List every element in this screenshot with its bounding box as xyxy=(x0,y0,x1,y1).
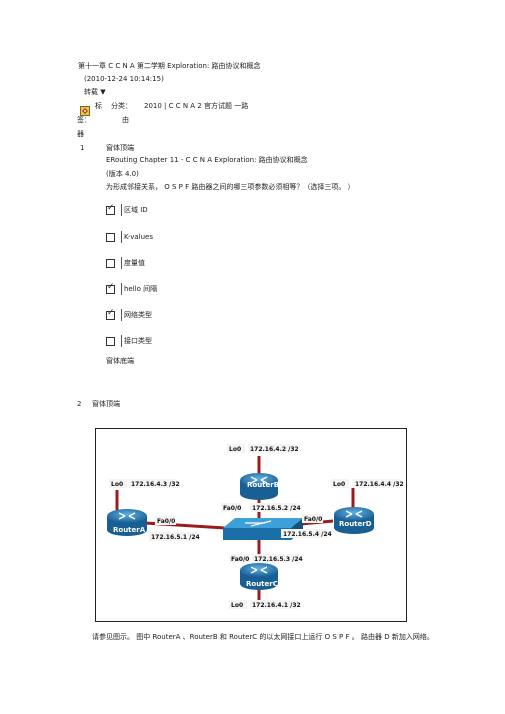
router-a-fa-label: Fa0/0 xyxy=(157,518,175,525)
option-checkbox[interactable] xyxy=(106,233,115,242)
post-date: (2010-12-24 10:14:15) xyxy=(84,75,164,83)
router-a-fa-ip: 172.16.5.1 /24 xyxy=(151,534,200,541)
form-top-label: 窗体顶端 xyxy=(92,400,120,408)
router-c-loopback-label: Lo0 xyxy=(231,602,243,609)
router-c-fa-label: Fa0/0 xyxy=(231,556,249,563)
question-2-number: 2 xyxy=(77,400,82,408)
router-d-loopback-label: Lo0 xyxy=(333,481,345,488)
source-title: ERouting Chapter 11 - C C N A Exploratio… xyxy=(106,156,308,164)
header-extra: 器 xyxy=(77,130,84,138)
option-checkbox[interactable] xyxy=(106,259,115,268)
router-c-icon xyxy=(240,563,278,590)
tags-value: 由 xyxy=(122,116,129,124)
question-1-number: 1 xyxy=(80,144,85,152)
router-b-loopback-ip: 172.16.4.2 /32 xyxy=(250,446,299,453)
router-d-fa-ip: 172.16.5.4 /24 xyxy=(283,531,332,538)
option-divider xyxy=(121,204,122,216)
option-divider xyxy=(121,283,122,295)
option-checkbox[interactable]: ✓ xyxy=(106,203,115,215)
router-a-name: RouterA xyxy=(113,526,146,534)
network-topology-diagram: Lo0 172.16.4.2 /32 RouterB Fa0/0 172.16.… xyxy=(94,427,408,623)
version-label: (版本 4.0) xyxy=(106,170,139,178)
question-1-text: 为形成邻接关系， O S P F 路由器之间的哪三项参数必须相等？（选择三项。 … xyxy=(106,183,355,191)
option-label: hello 间隔 xyxy=(124,285,158,293)
router-d-fa-label: Fa0/0 xyxy=(304,516,322,523)
option-divider xyxy=(121,231,122,243)
repost-link[interactable]: 转载 ▼ xyxy=(84,88,106,96)
question-2-caption: 请参见图示。 图中 RouterA 、RouterB 和 RouterC 的以太… xyxy=(92,633,434,641)
router-b-loopback-label: Lo0 xyxy=(229,446,241,453)
checkmark-icon: ✓ xyxy=(107,282,115,292)
router-c-loopback-ip: 172.16.4.1 /32 xyxy=(252,602,301,609)
tag-label: 标 xyxy=(95,102,102,110)
router-b-icon xyxy=(240,473,278,500)
tag-icon xyxy=(80,101,90,116)
option-divider xyxy=(121,257,122,269)
option-divider xyxy=(121,335,122,347)
option-label: 度量值 xyxy=(124,259,145,267)
router-a-loopback-label: Lo0 xyxy=(111,481,123,488)
category-value[interactable]: 2010 | C C N A 2 官方试题 一路 xyxy=(144,102,249,110)
router-d-name: RouterD xyxy=(339,520,372,528)
router-c-fa-ip: 172.16.5.3 /24 xyxy=(254,556,303,563)
option-checkbox[interactable]: ✓ xyxy=(106,282,115,294)
router-a-loopback-ip: 172.16.4.3 /32 xyxy=(131,481,180,488)
router-b-name: RouterB xyxy=(247,481,279,489)
option-label: 接口类型 xyxy=(124,337,152,345)
option-label: 区域 ID xyxy=(124,206,148,214)
checkmark-icon: ✓ xyxy=(107,203,115,213)
category-label: 分类： xyxy=(111,102,132,110)
form-top-label: 窗体顶端 xyxy=(106,144,134,152)
option-checkbox[interactable] xyxy=(106,337,115,346)
checkmark-icon: ✓ xyxy=(107,308,115,318)
router-d-icon xyxy=(334,507,374,534)
option-divider xyxy=(121,309,122,321)
router-d-loopback-ip: 172.16.4.4 /32 xyxy=(355,481,404,488)
option-checkbox[interactable]: ✓ xyxy=(106,308,115,320)
option-label: 网络类型 xyxy=(124,311,152,319)
form-bottom-label: 窗体底端 xyxy=(106,357,134,365)
tags-label: 签： xyxy=(77,116,91,124)
router-c-name: RouterC xyxy=(246,580,278,588)
network-topology-svg: Lo0 172.16.4.2 /32 RouterB Fa0/0 172.16.… xyxy=(94,427,408,623)
router-b-fa-label: Fa0/0 xyxy=(223,505,241,512)
router-b-fa-ip: 172.16.5.2 /24 xyxy=(252,505,301,512)
router-a-icon xyxy=(107,509,147,536)
article-title: 第十一章 C C N A 第二学期 Exploration: 路由协议和概念 xyxy=(78,62,261,70)
option-label: K-values xyxy=(124,233,153,241)
